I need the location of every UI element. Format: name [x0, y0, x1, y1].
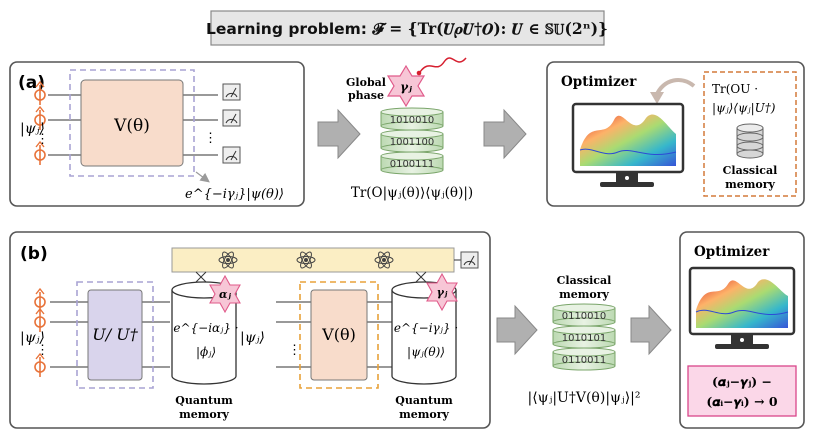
- dashed-box-v: [299, 281, 379, 389]
- phase-alpha: αⱼ: [219, 288, 231, 301]
- meter-icon: [460, 251, 479, 269]
- title-prefix: Learning problem:: [206, 20, 372, 38]
- quantum-bus: [171, 247, 455, 273]
- output-state-a: e^{−iγⱼ}|ψ(θ)⟩: [185, 187, 284, 202]
- flow-arrow-b2: [630, 304, 672, 356]
- convergence-box: [687, 365, 797, 417]
- measurement-formula-a: Tr(O|ψⱼ(θ)⟩⟨ψⱼ(θ)|): [351, 185, 473, 201]
- gate-v-a: [80, 79, 184, 167]
- condition-line-1: (𝜶ⱼ−𝜸ⱼ) −: [712, 374, 772, 389]
- ellipsis-b: ⋮: [36, 343, 49, 358]
- input-state-b2: |ψⱼ⟩: [240, 330, 265, 346]
- gate-v-a-label: V(θ): [113, 116, 150, 136]
- svg-text:Learning problem: 𝓕 = {Tr(𝑼�: Learning problem: 𝓕 = {Tr(𝑼𝝆𝑼†𝑶): 𝑼 ∈ 𝕊𝕌…: [206, 19, 608, 39]
- db-disk: 0110010: [552, 303, 616, 327]
- optimizer-panel-b: Optimizer (𝜶ⱼ−𝜸ⱼ) − (𝜶ᵢ−𝜸ᵢ) → 0: [679, 231, 805, 429]
- bits-b-0: 0110010: [562, 311, 607, 322]
- db-disk: 1010101: [552, 325, 616, 349]
- quantum-memory-2-label-2: memory: [399, 408, 449, 421]
- star-icon: [209, 274, 241, 314]
- atom-icon: [296, 251, 316, 269]
- title-formula: 𝓕 = {Tr(𝑼𝝆𝑼†𝑶): 𝑼 ∈ 𝕊𝕌(𝟐ⁿ)}: [371, 19, 608, 39]
- flow-arrow-a2: [483, 108, 527, 160]
- global-phase-group: Global phase γⱼ: [346, 57, 467, 108]
- quantum-memory-2-label-1: Quantum: [395, 394, 453, 407]
- classical-database-b: 0110010 1010101 0110011: [552, 303, 616, 371]
- atom-icon: [218, 251, 238, 269]
- classical-memory-a-1: Classical: [723, 164, 778, 177]
- qm1-line1: e^{−iαⱼ} ·: [173, 321, 238, 335]
- dashed-box-u: [76, 281, 154, 389]
- ellipsis-b2: ⋮: [288, 343, 301, 358]
- star-icon: [386, 64, 426, 108]
- optimizer-title-a: Optimizer: [561, 74, 637, 90]
- atom-icon: [374, 251, 394, 269]
- optimizer-panel-a: Optimizer Tr(OU · |ψⱼ⟩⟨ψⱼ|U†) Classical …: [546, 61, 805, 207]
- global-phase-label-1: Global: [346, 76, 386, 89]
- panel-a-label: (a): [18, 73, 45, 93]
- overlap-formula: |⟨ψⱼ|U†V(θ)|ψⱼ⟩|²: [527, 390, 640, 406]
- classical-memory-b-1: Classical: [557, 274, 612, 287]
- gate-u: [87, 289, 143, 381]
- panel-b: (b): [9, 231, 491, 429]
- bits-b-1: 1010101: [562, 333, 607, 344]
- star-icon: [426, 272, 458, 312]
- qubit-icon: [34, 105, 46, 130]
- qm2-line2: |ψⱼ(θ)⟩: [407, 345, 445, 359]
- database-icon: [736, 123, 764, 159]
- flow-arrow-b1: [496, 304, 538, 356]
- monitor-icon: [571, 102, 685, 187]
- classical-memory-a-2: memory: [725, 178, 775, 191]
- panel-b-label: (b): [20, 244, 48, 264]
- db-disk: 1001100: [380, 129, 444, 153]
- input-state-a: |ψⱼ⟩: [20, 121, 45, 137]
- squiggle-icon: [419, 57, 467, 73]
- phase-symbol-a: γⱼ: [400, 80, 412, 94]
- bits-b-2: 0110011: [562, 355, 607, 366]
- qm1-line2: |ϕⱼ⟩: [196, 345, 216, 359]
- quantum-memory-1-label-1: Quantum: [175, 394, 233, 407]
- qubit-icon: [34, 140, 46, 165]
- gate-v-b-label: V(θ): [321, 325, 356, 344]
- qubit-icon: [34, 352, 46, 377]
- classical-database-a: 1010010 1001100 0100111: [380, 107, 444, 175]
- quantum-memory-2: e^{−iγⱼ} · |ψⱼ(θ)⟩: [391, 271, 458, 385]
- bits-a-1: 1001100: [390, 137, 435, 148]
- meter-icon: [222, 83, 241, 101]
- bits-a-0: 1010010: [390, 115, 435, 126]
- optimizer-title-b: Optimizer: [694, 244, 770, 260]
- flow-arrow-a1: [317, 108, 361, 160]
- gate-v-b: [310, 289, 368, 381]
- qm2-line1: e^{−iγⱼ} ·: [394, 321, 458, 335]
- curved-arrow-a: [654, 78, 696, 97]
- qubit-icon: [34, 307, 46, 332]
- global-phase-label-2: phase: [348, 89, 384, 102]
- condition-line-2: (𝜶ᵢ−𝜸ᵢ) → 0: [706, 394, 778, 409]
- db-disk: 0100111: [380, 151, 444, 175]
- output-arrow: [195, 171, 210, 183]
- ellipsis-a: ⋮: [36, 132, 49, 147]
- meter-icon: [222, 109, 241, 127]
- classical-memory-box-a: [703, 71, 797, 197]
- input-state-b: |ψⱼ⟩: [20, 330, 45, 346]
- qubit-icon: [34, 80, 46, 105]
- monitor-icon: [688, 266, 796, 349]
- ellipsis-a-right: ⋮: [204, 131, 217, 146]
- bits-a-2: 0100111: [390, 159, 435, 170]
- meter-icon: [222, 146, 241, 164]
- quantum-memory-1-label-2: memory: [179, 408, 229, 421]
- db-disk: 0110011: [552, 347, 616, 371]
- db-disk: 1010010: [380, 107, 444, 131]
- phase-gamma: γⱼ: [437, 286, 448, 299]
- memory-formula-a-2: |ψⱼ⟩⟨ψⱼ|U†): [712, 101, 776, 115]
- memory-formula-a-1: Tr(OU ·: [712, 82, 758, 96]
- gate-u-label: U/ U†: [92, 325, 138, 344]
- title-box: Learning problem: 𝓕 = {Tr(𝑼𝝆𝑼†𝑶): 𝑼 ∈ 𝕊𝕌…: [206, 10, 608, 46]
- classical-memory-b-2: memory: [559, 288, 609, 301]
- dashed-box-a: [69, 69, 195, 177]
- panel-a: (a) |ψⱼ⟩ ⋮ V(θ): [9, 61, 305, 207]
